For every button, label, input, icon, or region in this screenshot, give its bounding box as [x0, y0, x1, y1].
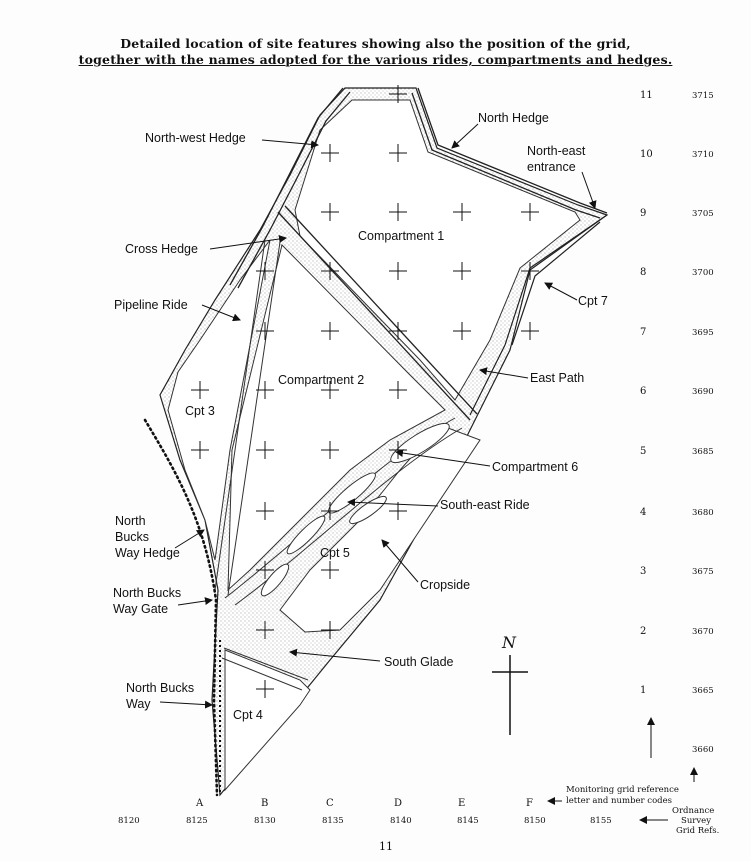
os-northing: 3680: [692, 508, 714, 518]
label-cropside: Cropside: [420, 578, 470, 592]
column-code: A: [195, 798, 204, 809]
os-northing: 3660: [692, 745, 714, 755]
os-northings: 3715 3710 3705 3700 3695 3690 3685 3680 3675 3670…: [692, 91, 714, 755]
pipeline-ride: [214, 239, 281, 596]
legend-os-2: Survey: [681, 816, 711, 826]
legend-monitoring-1: Monitoring grid reference: [566, 785, 679, 795]
label-cpt-7: Cpt 7: [578, 294, 608, 308]
row-codes: 11 10 9 8 7 6 5 4 3 2 1: [640, 90, 653, 696]
label-compartment-1: Compartment 1: [358, 229, 444, 243]
label-cpt-3: Cpt 3: [185, 404, 215, 418]
os-northing: 3715: [692, 91, 714, 101]
map-title-line-1: Detailed location of site features showi…: [120, 36, 631, 51]
label-nbw-hedge-2: Bucks: [115, 530, 149, 544]
compartment-2-area: [227, 244, 446, 592]
os-northing: 3685: [692, 447, 714, 457]
os-easting: 8155: [590, 816, 612, 826]
os-easting: 8140: [390, 816, 412, 826]
south-glade-strip: [221, 647, 309, 691]
os-northing: 3670: [692, 627, 714, 637]
cpt-3-area: [167, 239, 271, 561]
row-code: 5: [640, 446, 646, 457]
os-northing: 3695: [692, 328, 714, 338]
leader-lines: [159, 123, 597, 709]
legend-arrows: [547, 717, 698, 824]
os-easting: 8135: [322, 816, 344, 826]
column-code: F: [526, 798, 533, 809]
label-south-glade: South Glade: [384, 655, 454, 669]
legend-monitoring-2: letter and number codes: [566, 796, 672, 806]
label-pipeline-ride: Pipeline Ride: [114, 298, 188, 312]
north-arrow: N: [492, 633, 528, 735]
label-north-east-entrance-1: North-east: [527, 144, 586, 158]
column-code: D: [394, 798, 402, 809]
row-code: 3: [640, 566, 646, 577]
label-nbw-gate-1: North Bucks: [113, 586, 181, 600]
row-code: 11: [640, 90, 653, 101]
os-northing: 3710: [692, 150, 714, 160]
compartment-6-features: [260, 422, 450, 597]
label-compartment-2: Compartment 2: [278, 373, 364, 387]
label-east-path: East Path: [530, 371, 584, 385]
os-easting: 8120: [118, 816, 140, 826]
label-nbw-1: North Bucks: [126, 681, 194, 695]
column-code: B: [261, 798, 268, 809]
os-northing: 3665: [692, 686, 714, 696]
os-easting: 8145: [457, 816, 479, 826]
os-eastings: 8120 8125 8130 8135 8140 8145 8150 8155: [118, 816, 612, 826]
label-north-hedge: North Hedge: [478, 111, 549, 125]
row-code: 9: [640, 208, 646, 219]
legend-text: Monitoring grid reference letter and num…: [566, 785, 719, 836]
east-hedge: [469, 214, 608, 416]
row-code: 1: [640, 685, 646, 696]
label-cpt-4: Cpt 4: [233, 708, 263, 722]
legend-os-1: Ordnance: [672, 806, 714, 816]
row-code: 7: [640, 327, 646, 338]
label-north-west-hedge: North-west Hedge: [145, 131, 246, 145]
row-code: 4: [640, 507, 646, 518]
column-code: E: [458, 798, 465, 809]
column-code: C: [326, 798, 334, 809]
legend-os-3: Grid Refs.: [676, 826, 719, 836]
label-cross-hedge: Cross Hedge: [125, 242, 198, 256]
feature-labels: North-west Hedge North Hedge North-east …: [113, 111, 608, 722]
north-arrow-label: N: [501, 633, 517, 652]
cross-hedge: [277, 205, 478, 421]
os-easting: 8130: [254, 816, 276, 826]
os-northing: 3705: [692, 209, 714, 219]
monitoring-grid-crosses: [191, 85, 539, 698]
row-code: 10: [640, 149, 653, 160]
north-bucks-way-hedge: [143, 418, 219, 797]
label-cpt-5: Cpt 5: [320, 546, 350, 560]
compartment-1-area: [294, 99, 581, 401]
os-easting: 8125: [186, 816, 208, 826]
os-northing: 3690: [692, 387, 714, 397]
os-northing: 3675: [692, 567, 714, 577]
os-easting: 8150: [524, 816, 546, 826]
label-south-east-ride: South-east Ride: [440, 498, 530, 512]
north-west-hedge: [229, 87, 351, 289]
label-compartment-6: Compartment 6: [492, 460, 578, 474]
row-code: 8: [640, 267, 646, 278]
label-north-east-entrance-2: entrance: [527, 160, 576, 174]
label-nbw-2: Way: [126, 697, 151, 711]
page-number: 11: [379, 840, 393, 853]
label-nbw-hedge-1: North: [115, 514, 146, 528]
label-nbw-hedge-3: Way Hedge: [115, 546, 180, 560]
row-code: 6: [640, 386, 646, 397]
label-nbw-gate-2: Way Gate: [113, 602, 168, 616]
column-codes: A B C D E F: [195, 798, 533, 809]
map-title-line-2: together with the names adopted for the …: [78, 52, 673, 67]
os-northing: 3700: [692, 268, 714, 278]
row-code: 2: [640, 626, 646, 637]
